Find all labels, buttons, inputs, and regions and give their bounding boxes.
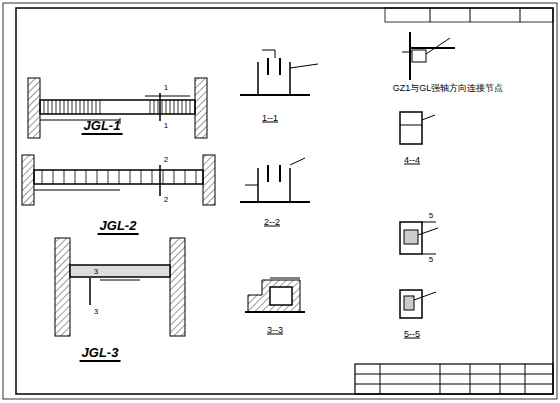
section-title: 1--1 xyxy=(262,114,278,123)
section-mark: 1 xyxy=(164,84,168,92)
section-mark: 3 xyxy=(94,268,98,276)
section-mark: 5 xyxy=(429,212,433,220)
section-title: 5--5 xyxy=(404,330,420,339)
section-title: 4--4 xyxy=(404,156,420,165)
section-title: 2--2 xyxy=(264,218,280,227)
section-mark: 3 xyxy=(94,308,98,316)
beam-title: JGL-3 xyxy=(80,346,121,362)
section-title: 3--3 xyxy=(267,326,283,335)
section-mark: 5 xyxy=(429,256,433,264)
section-mark: 1 xyxy=(164,122,168,130)
beam-title: JGL-1 xyxy=(82,119,123,135)
detail-caption: GZ1与GL强轴方向连接节点 xyxy=(393,84,504,93)
beam-title: JGL-2 xyxy=(98,219,139,235)
section-mark: 2 xyxy=(164,196,168,204)
section-mark: 2 xyxy=(164,156,168,164)
